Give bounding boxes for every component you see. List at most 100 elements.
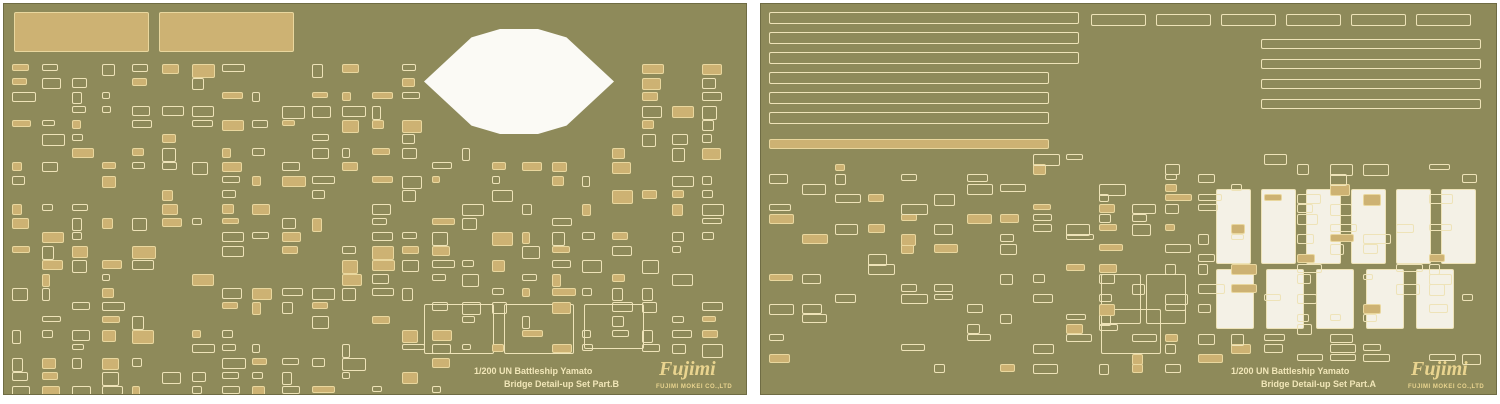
etched-part	[222, 302, 239, 309]
etched-part	[1165, 224, 1176, 231]
etched-part	[1261, 99, 1481, 109]
etched-part	[462, 260, 474, 268]
etched-part	[222, 372, 239, 379]
etched-part	[102, 302, 126, 311]
etched-part	[1330, 224, 1358, 232]
etched-part	[402, 134, 416, 145]
etched-part	[12, 120, 31, 128]
etched-part	[1297, 194, 1322, 204]
etched-part	[252, 358, 267, 365]
etched-part	[72, 92, 82, 105]
etched-part	[1099, 294, 1113, 303]
etched-part	[1132, 224, 1152, 236]
etched-part	[282, 302, 294, 315]
etched-part	[612, 148, 625, 159]
etched-part	[102, 288, 114, 299]
etched-part	[12, 162, 22, 171]
etched-part	[282, 358, 300, 366]
etched-part	[1165, 294, 1188, 305]
etched-part	[12, 176, 25, 186]
etched-part	[642, 120, 655, 129]
etched-part	[1261, 59, 1481, 69]
etched-part	[282, 106, 306, 120]
etched-part	[1264, 194, 1283, 202]
etched-part	[769, 174, 788, 185]
etched-part	[192, 218, 202, 226]
etched-part	[1198, 174, 1215, 184]
etched-part	[432, 246, 451, 257]
etched-part	[42, 120, 56, 127]
etched-part	[582, 260, 602, 274]
etched-part	[222, 64, 246, 72]
etched-part	[282, 372, 292, 386]
etched-part	[342, 288, 356, 301]
etched-part	[492, 344, 505, 353]
etched-part	[312, 92, 328, 99]
etched-part	[102, 372, 120, 386]
etched-part	[1330, 234, 1354, 242]
etched-part	[769, 204, 791, 212]
etched-part	[312, 64, 323, 78]
etched-part	[12, 78, 28, 85]
etched-part	[42, 134, 66, 147]
etched-part	[42, 162, 58, 173]
etched-part	[702, 344, 724, 358]
etched-part	[42, 358, 56, 369]
etched-part	[642, 260, 660, 274]
etched-part	[1033, 364, 1058, 374]
etched-part	[1264, 294, 1281, 302]
etched-part	[12, 288, 28, 302]
etched-part	[1429, 274, 1453, 286]
etched-part	[132, 260, 154, 270]
etched-part	[522, 162, 542, 171]
etched-part	[934, 284, 953, 292]
etched-part	[1066, 224, 1090, 236]
etched-part	[132, 218, 147, 232]
etched-part	[702, 302, 723, 311]
etched-part	[402, 344, 425, 351]
etched-part	[1132, 214, 1148, 222]
etched-part	[642, 330, 653, 344]
etched-part	[1033, 154, 1060, 166]
etched-part	[1132, 284, 1146, 295]
etched-part	[1033, 294, 1053, 304]
etched-part	[1165, 204, 1179, 215]
etched-part	[552, 232, 565, 246]
etched-part	[72, 120, 81, 130]
etched-part	[222, 358, 246, 370]
etched-part	[222, 120, 245, 131]
etched-part	[1198, 194, 1223, 202]
etched-part	[769, 112, 1049, 124]
etched-part	[222, 190, 237, 198]
etched-part	[552, 176, 565, 186]
etched-part	[1216, 269, 1254, 329]
etched-part	[552, 288, 576, 297]
etched-part	[342, 344, 351, 358]
etched-part	[132, 316, 145, 330]
etched-part	[342, 260, 359, 274]
etched-part	[1429, 354, 1457, 362]
etched-part	[1297, 324, 1313, 336]
etched-part	[1264, 334, 1285, 341]
etched-part	[462, 302, 482, 316]
etched-part	[432, 330, 453, 342]
etched-part	[159, 12, 294, 52]
etched-part	[222, 204, 234, 214]
etched-part	[342, 148, 350, 158]
etched-part	[1066, 314, 1087, 320]
etched-part	[1363, 194, 1382, 206]
etched-part	[342, 274, 362, 286]
etched-part	[132, 78, 148, 87]
photo-etch-sheet-part-a: 1/200 UN Battleship Yamato Bridge Detail…	[760, 3, 1497, 395]
etched-part	[492, 176, 501, 184]
etched-part	[222, 162, 242, 172]
etched-part	[1231, 264, 1257, 275]
etched-part	[12, 218, 29, 230]
etched-part	[522, 274, 538, 282]
etched-part	[432, 358, 450, 368]
etched-part	[769, 304, 795, 316]
etched-part	[1198, 304, 1211, 313]
etched-part	[901, 294, 929, 305]
etched-part	[672, 106, 695, 118]
etched-part	[402, 330, 418, 343]
